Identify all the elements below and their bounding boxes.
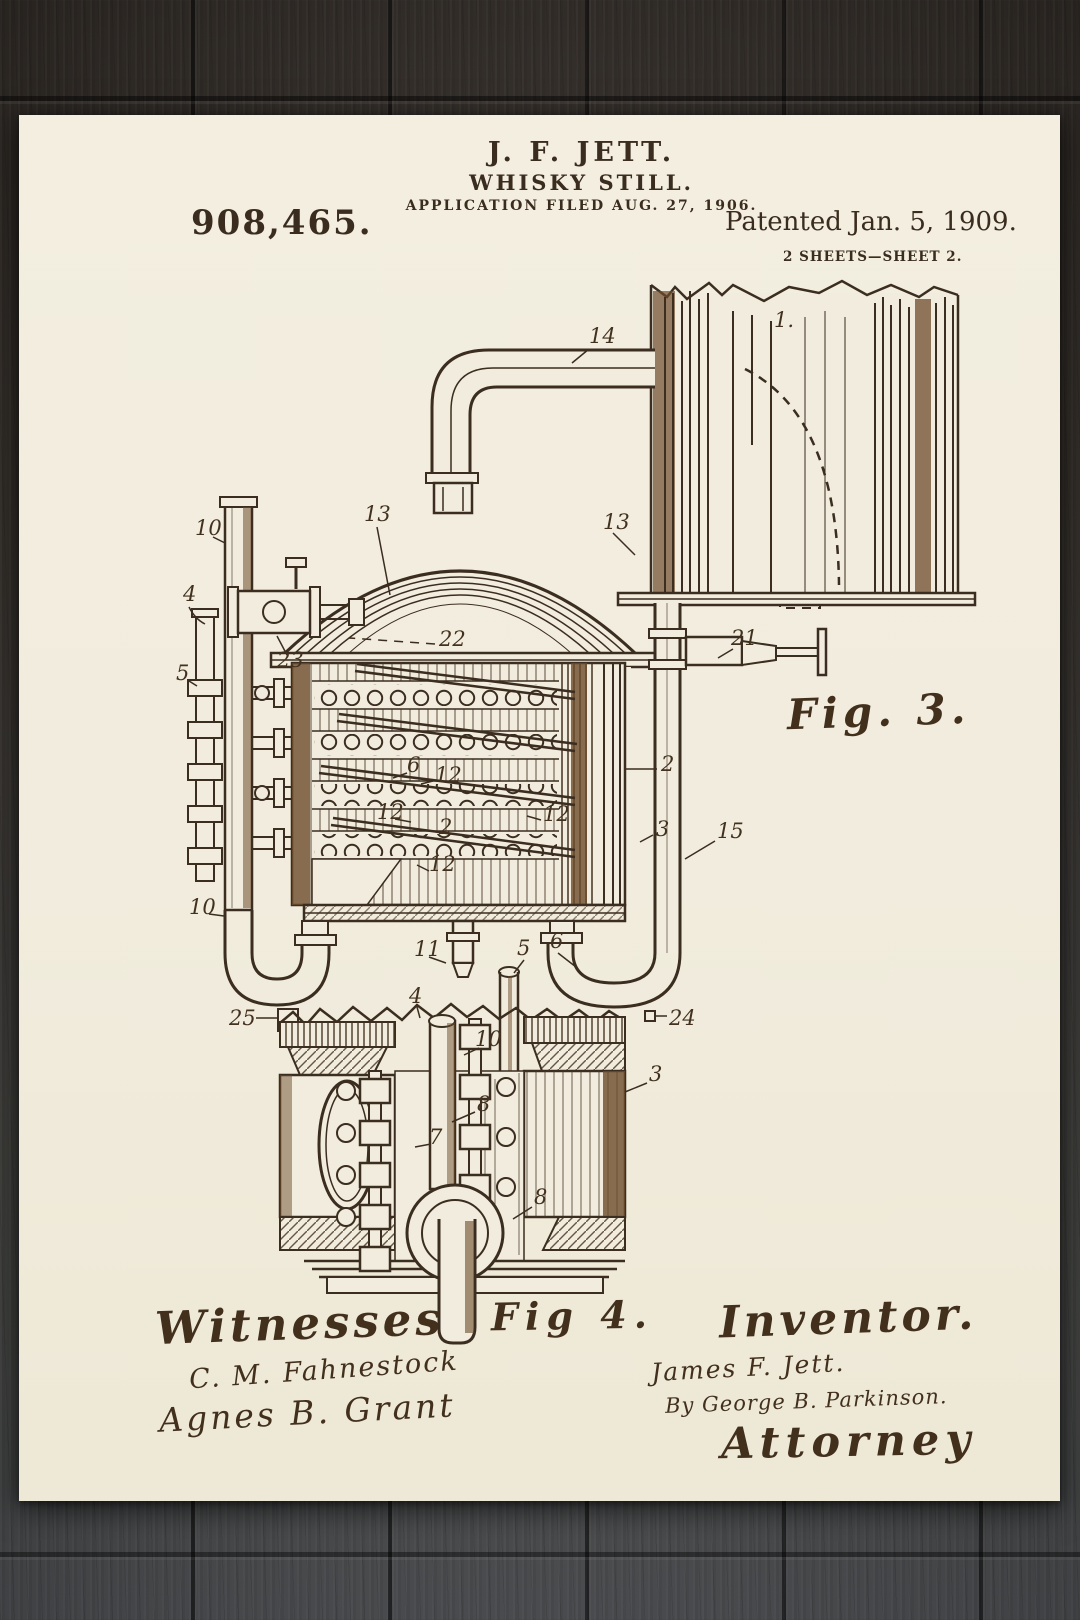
- part-label-12: 12: [377, 800, 404, 824]
- fig4-center-pipe: [429, 1015, 455, 1189]
- part-label-22: 22: [438, 627, 466, 651]
- part-label-15: 15: [717, 819, 744, 843]
- part-label-8: 8: [534, 1185, 547, 1209]
- part-label-6: 6: [407, 753, 420, 777]
- figure4-caption: Fig 4.: [491, 1292, 655, 1340]
- part-label-6: 6: [550, 929, 563, 953]
- fig3-tank: [618, 281, 975, 608]
- part-label-13: 13: [603, 510, 630, 534]
- part-label-23: 23: [276, 648, 304, 672]
- part-label-14: 14: [589, 324, 616, 348]
- header-invention-title: WHISKY STILL.: [61, 170, 1080, 195]
- part-label-5: 5: [517, 936, 530, 960]
- figure3-caption: Fig. 3.: [786, 684, 971, 739]
- sheet-info: 2 SHEETS—SHEET 2.: [783, 249, 962, 265]
- part-label-4: 4: [182, 582, 196, 606]
- part-label-11: 11: [414, 937, 441, 961]
- patent-number: 908,465.: [191, 203, 373, 243]
- part-label-12: 12: [435, 763, 462, 787]
- inventor-heading: Inventor.: [718, 1289, 978, 1349]
- patented-date: Patented Jan. 5, 1909.: [725, 207, 1017, 237]
- part-label-13: 13: [364, 502, 391, 526]
- still-body: [292, 663, 625, 977]
- label-22-dashed-leader: [349, 638, 435, 644]
- part-label-4: 4: [408, 984, 422, 1008]
- gauge-pipe-4: [188, 609, 222, 881]
- fig4-right-housing: [524, 1017, 625, 1250]
- part-label-7: 7: [429, 1125, 443, 1149]
- part-label-10: 10: [195, 516, 222, 540]
- witnesses-heading: Witnesses: [154, 1292, 445, 1355]
- header-inventor-name: J. F. JETT.: [61, 137, 1080, 168]
- part-label-25: 25: [228, 1006, 256, 1030]
- patent-print: 141.131310452322212315612121221210115625…: [19, 115, 1060, 1501]
- part-label-24: 24: [668, 1006, 696, 1030]
- part-label-12: 12: [543, 802, 570, 826]
- manifold-cross-stubs: [252, 679, 292, 857]
- vapor-pipe-14: [426, 350, 655, 483]
- part-label-8: 8: [477, 1092, 490, 1116]
- part-label-3: 3: [649, 1062, 662, 1086]
- part-label-3: 3: [656, 817, 669, 841]
- part-label-2: 2: [438, 815, 452, 839]
- part-label-21: 21: [730, 626, 758, 650]
- part-label-5: 5: [176, 661, 189, 685]
- part-label-12: 12: [429, 852, 456, 876]
- attorney-title: Attorney: [721, 1415, 977, 1469]
- part-label-1: 1.: [774, 308, 794, 332]
- part-label-10: 10: [475, 1027, 502, 1051]
- part-label-2: 2: [660, 752, 674, 776]
- part-label-10: 10: [189, 895, 216, 919]
